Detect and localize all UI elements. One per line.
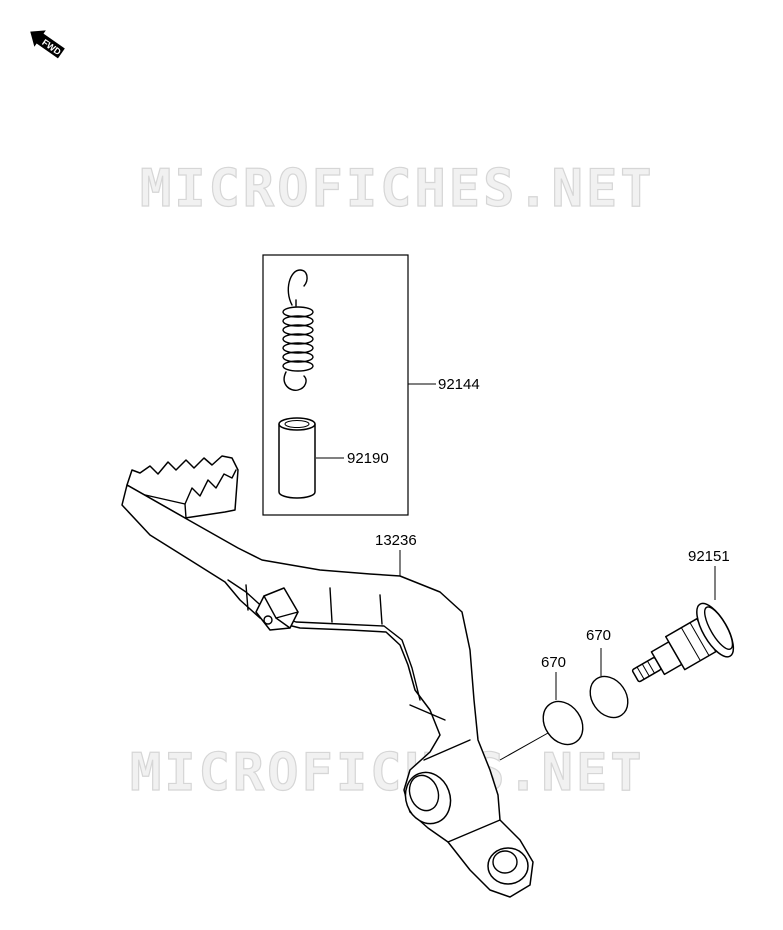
part-number-670-outer: 670 (586, 627, 611, 644)
spacer-sleeve-icon (278, 417, 316, 499)
part-number-13236: 13236 (375, 532, 417, 549)
part-number-670-inner: 670 (541, 654, 566, 671)
pivot-bolt-icon (631, 602, 735, 683)
part-number-92144: 92144 (438, 376, 480, 393)
fwd-arrow-icon: FWD (30, 30, 65, 59)
o-ring-outer-icon (589, 675, 629, 719)
part-number-92151: 92151 (688, 548, 730, 565)
o-ring-inner-icon (542, 700, 584, 746)
return-spring-icon (282, 269, 314, 391)
brake-pedal-icon (121, 455, 534, 898)
watermark-top: MICROFICHES.NET (140, 159, 655, 219)
spring-kit-box (262, 254, 409, 516)
leader-670-inner-pedal (499, 732, 549, 761)
part-number-92190: 92190 (347, 450, 389, 467)
watermark-bottom: MICROFICHES.NET (130, 743, 645, 803)
